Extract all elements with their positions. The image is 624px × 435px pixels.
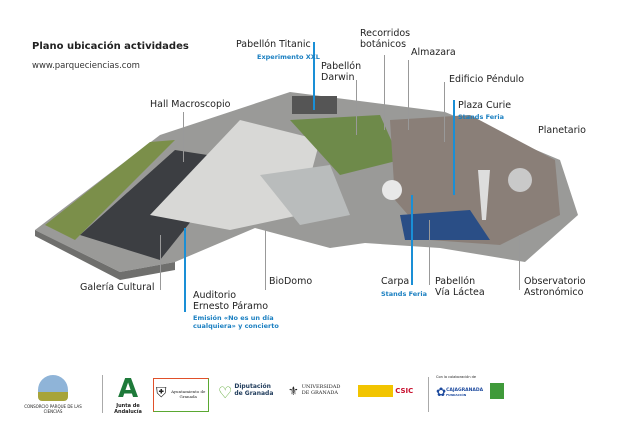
label-almazara: Almazara [411, 47, 456, 58]
junta-name: Junta de Andalucía [114, 403, 142, 415]
consorcio-name: CONSORCIO PARQUE DE LAS CIENCIAS [24, 404, 82, 414]
leader-line-titanic [313, 42, 315, 110]
leader-line-curie [453, 100, 455, 195]
collaboration-caption: Con la colaboración de [436, 375, 477, 379]
diputacion-heart-icon: ♡ [218, 383, 233, 402]
ugr-name-2: DE GRANADA [301, 390, 338, 396]
label-carpa-sub: Stands Feria [381, 290, 427, 298]
logo-csic: CSIC [358, 385, 428, 397]
label-auditorio-sub-2: cualquiera» y concierto [193, 322, 279, 330]
logo-partner-green [490, 383, 504, 399]
logo-ayuntamiento: ⛨ Ayuntamiento de Granada [153, 378, 209, 412]
csic-name: CSIC [395, 387, 414, 395]
leader-line-vialactea [429, 220, 430, 285]
website-link[interactable]: www.parqueciencias.com [32, 61, 140, 71]
label-carpa: Carpa [381, 276, 410, 287]
label-pendulo: Edificio Péndulo [449, 74, 525, 85]
leader-line-auditorio [184, 228, 186, 312]
ministerio-flag-icon [358, 385, 393, 397]
leader-line-pendulo [444, 82, 445, 142]
leader-line-darwin [356, 80, 357, 135]
junta-a-icon: A [117, 374, 139, 404]
divider [428, 377, 429, 412]
label-vialactea-1: Pabellón [435, 276, 476, 287]
leader-line-biodomo [265, 225, 266, 290]
park-map [35, 92, 578, 280]
leader-line-macroscopio [183, 112, 184, 162]
leader-line-observatorio [519, 235, 520, 290]
leader-line-carpa [411, 195, 413, 285]
label-auditorio-sub-1: Emisión «No es un día [193, 314, 274, 322]
label-macroscopio: Hall Macroscopio [150, 99, 231, 110]
platform-side [35, 230, 175, 280]
divider [102, 375, 103, 413]
cajagranada-name-1: CAJAGRANADA [446, 388, 484, 393]
label-vialactea-2: Vía Láctea [435, 287, 485, 298]
leader-line-recorridos [384, 55, 385, 130]
label-titanic: Pabellón Titanic [236, 39, 311, 50]
via-lactea [400, 210, 490, 240]
ayuntamiento-name: Ayuntamiento de Granada [171, 389, 206, 399]
consorcio-emblem-icon [38, 375, 68, 401]
planetario-dome [508, 168, 532, 192]
label-darwin-1: Pabellón [321, 61, 362, 72]
carpa [382, 180, 402, 200]
ugr-seal-icon: ⚜ [288, 384, 299, 398]
planetario-tower [478, 170, 490, 220]
diputacion-name-2: de Granada [234, 390, 274, 397]
label-recorridos-2: botánicos [360, 39, 407, 50]
page-title: Plano ubicación actividades [32, 41, 189, 52]
cajagranada-icon: ✿ [436, 385, 447, 399]
ugr-name-1: UNIVERSIDAD [301, 384, 341, 390]
logo-consorcio: CONSORCIO PARQUE DE LAS CIENCIAS [18, 375, 88, 414]
label-auditorio-2: Ernesto Páramo [193, 301, 269, 312]
logo-junta: A Junta de Andalucía [108, 375, 148, 415]
leader-line-almazara [408, 60, 409, 130]
label-auditorio-1: Auditorio [193, 290, 237, 301]
diputacion-name-1: Diputación [234, 383, 271, 390]
cajagranada-name-2: FUNDACIÓN [446, 393, 467, 397]
label-planetario: Planetario [538, 125, 586, 136]
garden-area [290, 115, 400, 175]
label-titanic-sub: Experimento XXL [257, 53, 320, 61]
green-strip [45, 140, 175, 240]
coat-of-arms-icon: ⛨ [156, 385, 167, 401]
label-recorridos-1: Recorridos [360, 28, 411, 39]
label-observatorio-2: Astronómico [524, 287, 584, 298]
leader-line-galeria [160, 235, 161, 290]
label-curie: Plaza Curie [458, 100, 512, 111]
label-darwin-2: Darwin [321, 72, 355, 83]
label-biodomo: BioDomo [269, 276, 313, 287]
label-galeria: Galería Cultural [80, 282, 155, 293]
label-curie-sub: Stands Feria [458, 113, 504, 121]
east-zone [390, 115, 560, 245]
biodomo [260, 165, 350, 225]
label-observatorio-1: Observatorio [524, 276, 586, 287]
macroscopio-building [150, 120, 320, 230]
